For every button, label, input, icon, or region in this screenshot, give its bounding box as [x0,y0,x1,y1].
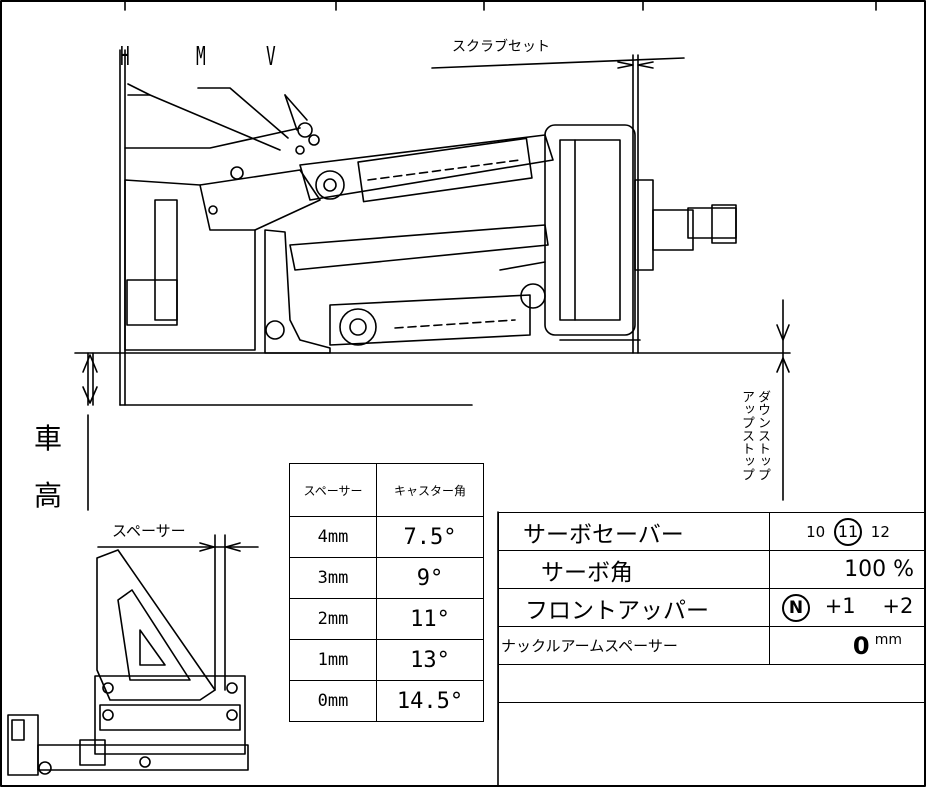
front-upper-selected: N [782,593,810,622]
caster-row: 0mm 14.5° [289,680,484,722]
caster-table-header: スペーサー キャスター角 [289,463,484,517]
stop-dimension [776,299,790,501]
caster-row: 4mm 7.5° [289,516,484,558]
upper-arm [230,134,554,203]
knuckle-spacer-row: ナックルアームスペーサー 0 mm [498,626,926,665]
servo-saver-row: サーボセーバー 10 11 12 [498,512,926,551]
spacer-dimension [97,534,259,691]
servo-angle-value: 100 % [769,550,926,589]
chassis-reference [74,49,791,406]
caster-angle-value: 13° [376,639,484,681]
servo-angle-label: サーボ角 [498,550,770,589]
spacer-label: スペーサー [112,522,186,540]
front-upper-option: +1 [824,593,856,618]
empty-row [498,702,926,740]
v-label: V [266,42,276,72]
caster-angle-value: 9° [376,557,484,599]
knuckle-spacer-unit: mm [874,631,902,648]
ride-height-label-1: 車 [34,422,63,455]
caster-table: スペーサー キャスター角 4mm 7.5° 3mm 9° 2mm 11° 1mm… [289,463,484,722]
upright [544,124,737,341]
h-label: H [120,42,130,72]
knuckle-spacer-value-cell: 0 mm [769,626,926,665]
caster-row: 3mm 9° [289,557,484,599]
ride-height-dimension [82,352,98,511]
servo-saver-option: 12 [870,522,890,541]
hmv-leader-lines [124,83,308,151]
empty-cell [498,702,926,740]
ride-height-label-2: 高 [34,479,63,512]
caster-angle-value: 7.5° [376,516,484,558]
servo-saver-options: 10 11 12 [769,512,926,551]
servo-saver-selected: 11 [834,517,862,546]
lower-arm [289,224,549,346]
front-upper-option: +2 [882,593,914,618]
spacer-value: 1mm [289,639,377,681]
servo-saver-option: 10 [806,522,826,541]
empty-cell [498,664,926,703]
knuckle-spacer-value: 0 [852,631,870,660]
caster-angle-value: 14.5° [376,680,484,722]
servo-angle-row: サーボ角 100 % [498,550,926,589]
m-label: M [196,42,206,72]
caster-block-drawing [7,549,249,776]
header-spacer: スペーサー [289,463,377,517]
spacer-value: 0mm [289,680,377,722]
front-upper-row: フロントアッパー N +1 +2 [498,588,926,627]
knuckle-spacer-label: ナックルアームスペーサー [498,626,770,665]
settings-table: サーボセーバー 10 11 12 サーボ角 100 % フロントアッパー N +… [498,512,926,740]
caster-angle-value: 11° [376,598,484,640]
empty-row [498,664,926,703]
upstop-label: アップストップ [739,390,754,481]
front-upper-label: フロントアッパー [498,588,770,627]
spacer-value: 2mm [289,598,377,640]
spacer-value: 3mm [289,557,377,599]
bulkhead [124,122,331,354]
scrub-dimension [431,54,685,354]
caster-row: 1mm 13° [289,639,484,681]
caster-row: 2mm 11° [289,598,484,640]
scrub-set-label: スクラブセット [452,39,550,55]
downstop-label: ダウンストップ [755,390,770,481]
servo-saver-label: サーボセーバー [498,512,770,551]
front-upper-options: N +1 +2 [769,588,926,627]
header-caster-angle: キャスター角 [376,463,484,517]
spacer-value: 4mm [289,516,377,558]
